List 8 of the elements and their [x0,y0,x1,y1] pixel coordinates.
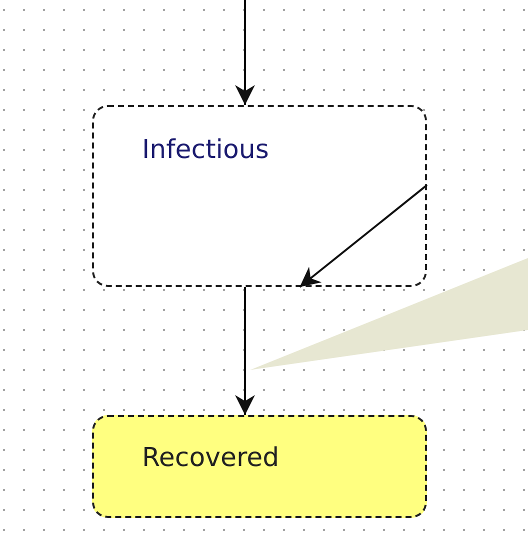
callout-pointer [250,258,528,370]
state-box [92,105,427,287]
state-box [92,415,427,518]
state-name: Infectious [142,135,269,165]
arrow [235,0,255,105]
state-name: Recovered [142,443,280,473]
arrow [299,184,428,288]
arrow [235,287,255,415]
